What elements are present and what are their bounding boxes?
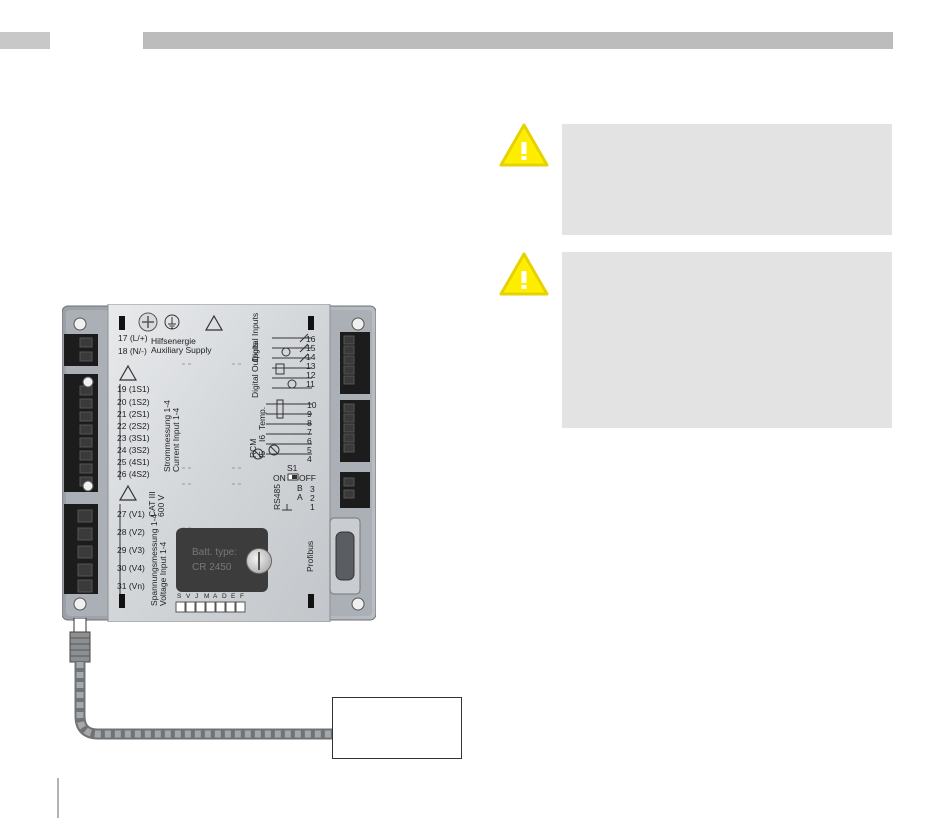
terminal-29: 29 (V3) (117, 545, 145, 555)
warning-triangle-icon (499, 123, 549, 167)
terminal-21: 21 (2S1) (117, 409, 150, 419)
terminal-17: 17 (L/+) (118, 333, 148, 343)
terminal-25: 25 (4S1) (117, 457, 150, 467)
rs485-b-label: B (297, 483, 303, 493)
rs485-a-label: A (297, 492, 303, 502)
terminal-8: 8 (307, 418, 312, 428)
voltage-input-label-en: Voltage Input 1-4 (158, 541, 168, 606)
external-device-box (332, 697, 462, 759)
terminal-18: 18 (N/-) (118, 346, 147, 356)
terminal-6: 6 (307, 436, 312, 446)
terminal-14: 14 (306, 352, 316, 362)
terminal-9: 9 (307, 409, 312, 419)
terminal-10: 10 (307, 400, 317, 410)
switch-on-label: ON (273, 473, 286, 483)
header-bar-left (0, 32, 50, 49)
terminal-11: 11 (306, 379, 315, 389)
terminal-30: 30 (V4) (117, 563, 145, 573)
terminal-13: 13 (306, 361, 316, 371)
terminal-12: 12 (306, 370, 316, 380)
profibus-label: Profibus (305, 540, 315, 572)
terminal-28: 28 (V2) (117, 527, 145, 537)
terminal-26: 26 (4S2) (117, 469, 150, 479)
terminal-27: 27 (V1) (117, 509, 145, 519)
dip-letter: D (222, 593, 227, 600)
note-box-1 (562, 124, 892, 235)
connection-cable (69, 618, 334, 740)
current-input-label-en: Current Input 1-4 (171, 407, 181, 472)
dip-letter: E (231, 593, 236, 600)
terminal-23: 23 (3S1) (117, 433, 150, 443)
switch-off-label: OFF (299, 473, 316, 483)
aux-supply-label-en: Auxiliary Supply (151, 345, 212, 355)
terminal-4: 4 (307, 454, 312, 464)
terminal-7: 7 (307, 427, 312, 437)
rs485-label: RS485 (272, 484, 282, 510)
note-box-2 (562, 252, 892, 428)
battery-type-label: Batt. type: (192, 547, 238, 558)
dip-letter: F (240, 593, 244, 600)
margin-rule (57, 778, 59, 818)
terminal-24: 24 (3S2) (117, 445, 150, 455)
dip-letter: S (177, 593, 182, 600)
terminal-5: 5 (307, 445, 312, 455)
terminal-15: 15 (306, 343, 316, 353)
dip-letter: V (186, 593, 191, 600)
dip-letter: J (195, 593, 199, 600)
i5-label: I5 (257, 450, 267, 458)
switch-s1-label: S1 (287, 463, 298, 473)
terminal-1: 1 (310, 502, 315, 512)
i6-label: I6 (257, 434, 267, 442)
warning-triangle-icon (499, 252, 549, 296)
voltage-rating: 600 V (156, 494, 166, 517)
digital-outputs-label: Digital Outputs (250, 342, 260, 398)
header-bar-right (143, 32, 893, 49)
terminal-19: 19 (1S1) (117, 384, 150, 394)
dip-letter: A (213, 593, 218, 600)
dip-letter: M (204, 593, 210, 600)
terminal-20: 20 (1S2) (117, 397, 150, 407)
terminal-31: 31 (Vn) (117, 581, 145, 591)
terminal-3: 3 (310, 484, 315, 494)
terminal-2: 2 (310, 493, 315, 503)
battery-model: CR 2450 (192, 562, 232, 573)
terminal-22: 22 (2S2) (117, 421, 150, 431)
device-rear-view (62, 304, 376, 622)
aux-supply-label-de: Hilfsenergie (151, 336, 196, 346)
terminal-16: 16 (306, 334, 316, 344)
temp-label: Temp. (257, 406, 267, 430)
battery-screw-icon (246, 548, 272, 574)
